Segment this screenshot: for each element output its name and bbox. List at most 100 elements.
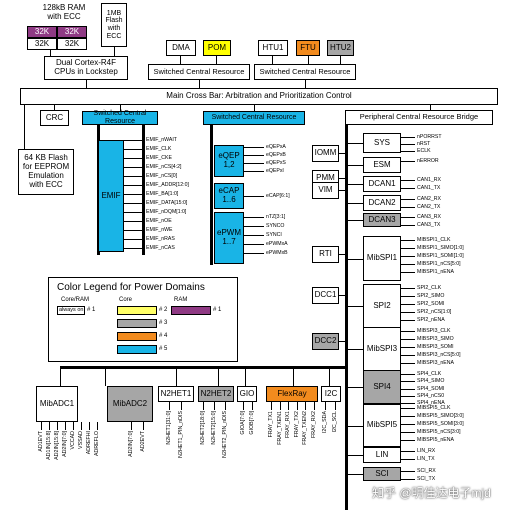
emif-signal-label: EMIF_nWAIT bbox=[146, 137, 177, 143]
pom-module: POM bbox=[203, 40, 231, 56]
right-signal-line bbox=[401, 459, 415, 460]
right-signal-line bbox=[401, 432, 415, 433]
bottom-signal-line bbox=[131, 422, 132, 430]
bottom-signal-label: ADREFHI bbox=[86, 431, 92, 455]
right-signal-line bbox=[401, 272, 415, 273]
right-peripheral-mibspi5: MibSPI5 bbox=[363, 404, 401, 447]
right-peripheral-connector bbox=[348, 306, 363, 307]
right-signal-line bbox=[401, 312, 415, 313]
bottom-signal-line bbox=[89, 422, 90, 430]
right-peripheral-connector bbox=[348, 425, 363, 427]
bottom-signal-label: N2HET2[15:0] bbox=[211, 411, 217, 445]
legend-always-on: always on bbox=[59, 307, 84, 313]
right-signal-label: MIBSPI5_nCS[3:0] bbox=[417, 429, 461, 435]
bottom-signal-label: FRAY_TX1 bbox=[268, 411, 274, 438]
scr-emif: Switched Central Resource bbox=[82, 110, 158, 125]
eqep-signal-label: eQEPxB bbox=[266, 152, 286, 158]
right-signal-line bbox=[401, 381, 415, 383]
bottom-signal-label: AD2IN[7:0] bbox=[62, 431, 68, 457]
epwm-signal-line bbox=[244, 235, 264, 236]
bottom-signal-line bbox=[41, 422, 42, 430]
right-signal-line bbox=[401, 388, 415, 390]
right-signal-line bbox=[401, 440, 415, 441]
bottom-signal-label: FRAY_TX2 bbox=[293, 411, 300, 438]
legend-core-ram-header: Core/RAM bbox=[61, 297, 90, 303]
bottom-signal-line bbox=[279, 402, 281, 410]
left-peripheral-connector bbox=[339, 254, 346, 255]
right-signal-line bbox=[401, 180, 415, 181]
i2c-module: I2C bbox=[321, 386, 341, 402]
emif-signal-label: EMIF_nCS[4:2] bbox=[146, 164, 182, 170]
bottom-signal-line bbox=[49, 422, 50, 430]
right-peripheral-esm: ESM bbox=[363, 157, 401, 173]
right-signal-label: MIBSPI3_nENA bbox=[417, 360, 454, 366]
right-peripheral-spi4: SPI4 bbox=[363, 370, 401, 404]
emif-signal-line bbox=[124, 194, 144, 195]
right-peripheral-spi2: SPI2 bbox=[363, 284, 401, 328]
right-signal-line bbox=[401, 339, 415, 340]
bottom-signal-label: AD1IN[15:8] bbox=[46, 431, 52, 460]
emif-signal-line bbox=[124, 230, 144, 231]
legend-item-1: # 1 bbox=[87, 307, 96, 313]
ram-bank-1: 32K bbox=[27, 26, 57, 38]
right-signal-label: LIN_TX bbox=[417, 456, 435, 462]
emif-signal-line bbox=[124, 176, 144, 177]
right-peripheral-connector bbox=[348, 220, 363, 221]
right-signal-line bbox=[401, 403, 415, 405]
epwm-signal-line bbox=[244, 253, 264, 254]
cpu-block: Dual Cortex-R4F CPUs in Lockstep bbox=[44, 56, 128, 80]
bottom-signal-line bbox=[65, 422, 66, 430]
right-signal-line bbox=[401, 395, 415, 397]
ftu-module: FTU bbox=[296, 40, 320, 56]
right-peripheral-connector bbox=[348, 184, 363, 185]
right-signal-line bbox=[401, 331, 415, 332]
left-peripheral-connector bbox=[339, 178, 346, 179]
htu2-module: HTU2 bbox=[327, 40, 354, 56]
right-signal-label: SPI2_nCS[1:0] bbox=[417, 309, 452, 315]
emif-signal-line bbox=[124, 167, 144, 168]
right-signal-label: SPI2_CLK bbox=[417, 285, 442, 291]
bottom-signal-label: N2HET1[31:0] bbox=[166, 411, 172, 445]
right-peripheral-connector bbox=[348, 258, 363, 260]
eeprom-flash-block: 64 KB Flash for EEPROM Emulation with EC… bbox=[18, 149, 74, 195]
emif-signal-label: EMIF_DATA[15:0] bbox=[146, 200, 188, 206]
right-signal-label: MIBSPI5_nENA bbox=[417, 437, 454, 443]
bottom-signal-line bbox=[225, 402, 226, 410]
legend-ram-header: RAM bbox=[174, 297, 188, 303]
scr-top-left: Switched Central Resource bbox=[148, 64, 250, 80]
eqep-signal-label: eQEPxA bbox=[266, 144, 286, 150]
ram-bank-3: 32K bbox=[27, 38, 57, 50]
right-peripheral-connector bbox=[348, 165, 363, 166]
right-signal-label: MIBSPI3_CLK bbox=[417, 328, 451, 334]
emif-signal-label: EMIF_nRAS bbox=[146, 236, 175, 242]
ecap-signal-line bbox=[244, 196, 264, 197]
emif-signal-line bbox=[124, 185, 144, 186]
bottom-signal-label: N2HET1_PIN_nDIS bbox=[178, 411, 184, 458]
bottom-signal-line bbox=[57, 422, 58, 430]
eqep-module: eQEP 1,2 bbox=[214, 145, 244, 177]
scr-top-right: Switched Central Resource bbox=[254, 64, 356, 80]
bottom-signal-line bbox=[335, 402, 336, 410]
scr-ecap: Switched Central Resource bbox=[203, 111, 305, 125]
left-peripheral-vim: VIM bbox=[312, 182, 339, 199]
epwm-signal-line bbox=[244, 217, 264, 218]
bottom-signal-label: I2C_SDA bbox=[322, 411, 328, 434]
bottom-signal-label: GIOA[7:0] bbox=[240, 411, 246, 435]
eqep-signal-label: eQEPxI bbox=[266, 168, 284, 174]
left-peripheral-connector bbox=[339, 295, 346, 296]
epwm-signal-label: SYNCI bbox=[266, 232, 282, 238]
right-signal-line bbox=[401, 355, 415, 356]
epwm-signal-label: SYNCO bbox=[266, 223, 285, 229]
right-signal-line bbox=[401, 304, 415, 305]
right-signal-line bbox=[401, 240, 415, 241]
bottom-signal-line bbox=[81, 422, 82, 430]
bottom-signal-line bbox=[313, 402, 315, 410]
right-peripheral-connector bbox=[348, 349, 363, 350]
right-signal-line bbox=[401, 161, 415, 162]
right-signal-label: SCI_TX bbox=[417, 475, 436, 482]
bottom-signal-label: VSSAD bbox=[78, 431, 84, 449]
bottom-signal-label: AD1EVT bbox=[38, 431, 44, 452]
right-signal-line bbox=[401, 374, 415, 375]
right-signal-line bbox=[401, 478, 415, 480]
right-peripheral-connector bbox=[348, 143, 363, 144]
